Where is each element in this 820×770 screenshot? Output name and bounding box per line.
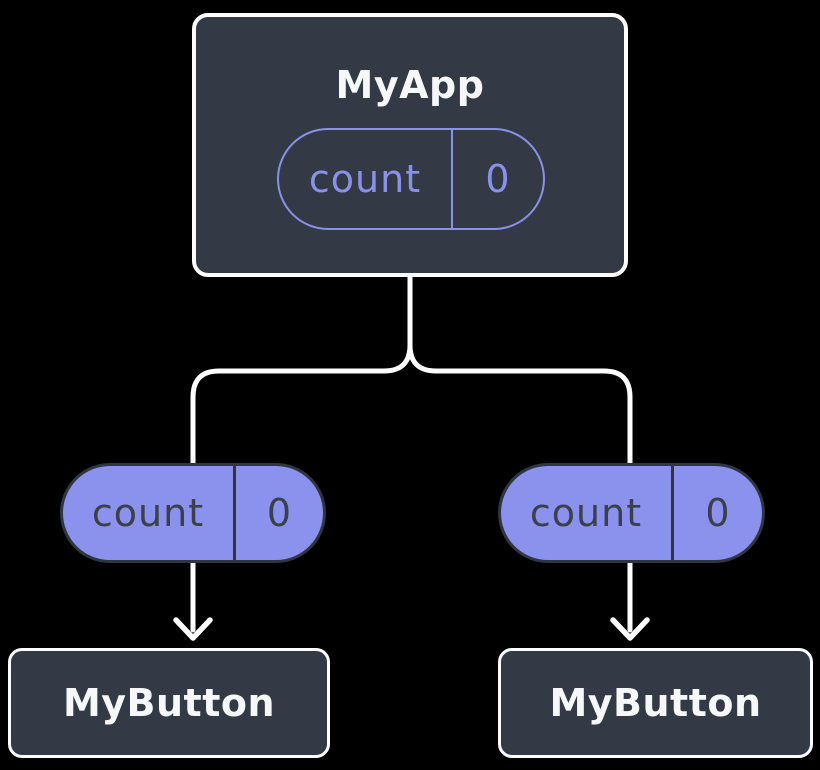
child-component-title: MyButton: [62, 681, 276, 725]
child-prop-pill-left: count 0: [60, 463, 326, 563]
parent-component-title: MyApp: [335, 63, 485, 107]
child-component-card-left: MyButton: [8, 648, 330, 758]
state-name-label: count: [308, 157, 422, 201]
arrow-down-icon: [610, 617, 650, 641]
child-prop-pill-right: count 0: [498, 463, 765, 563]
child-component-title: MyButton: [549, 681, 762, 725]
state-value-label: 0: [451, 130, 543, 228]
branch-line-right: [407, 274, 633, 466]
state-value-label: 0: [233, 466, 323, 560]
parent-state-pill: count 0: [277, 128, 545, 230]
state-value-label: 0: [671, 466, 762, 560]
child-component-card-right: MyButton: [498, 648, 813, 758]
state-name-label: count: [529, 491, 643, 535]
parent-component-card: MyApp count 0: [192, 13, 628, 277]
branch-line-left: [190, 274, 413, 466]
arrow-down-icon: [173, 617, 213, 641]
state-name-label: count: [91, 491, 205, 535]
